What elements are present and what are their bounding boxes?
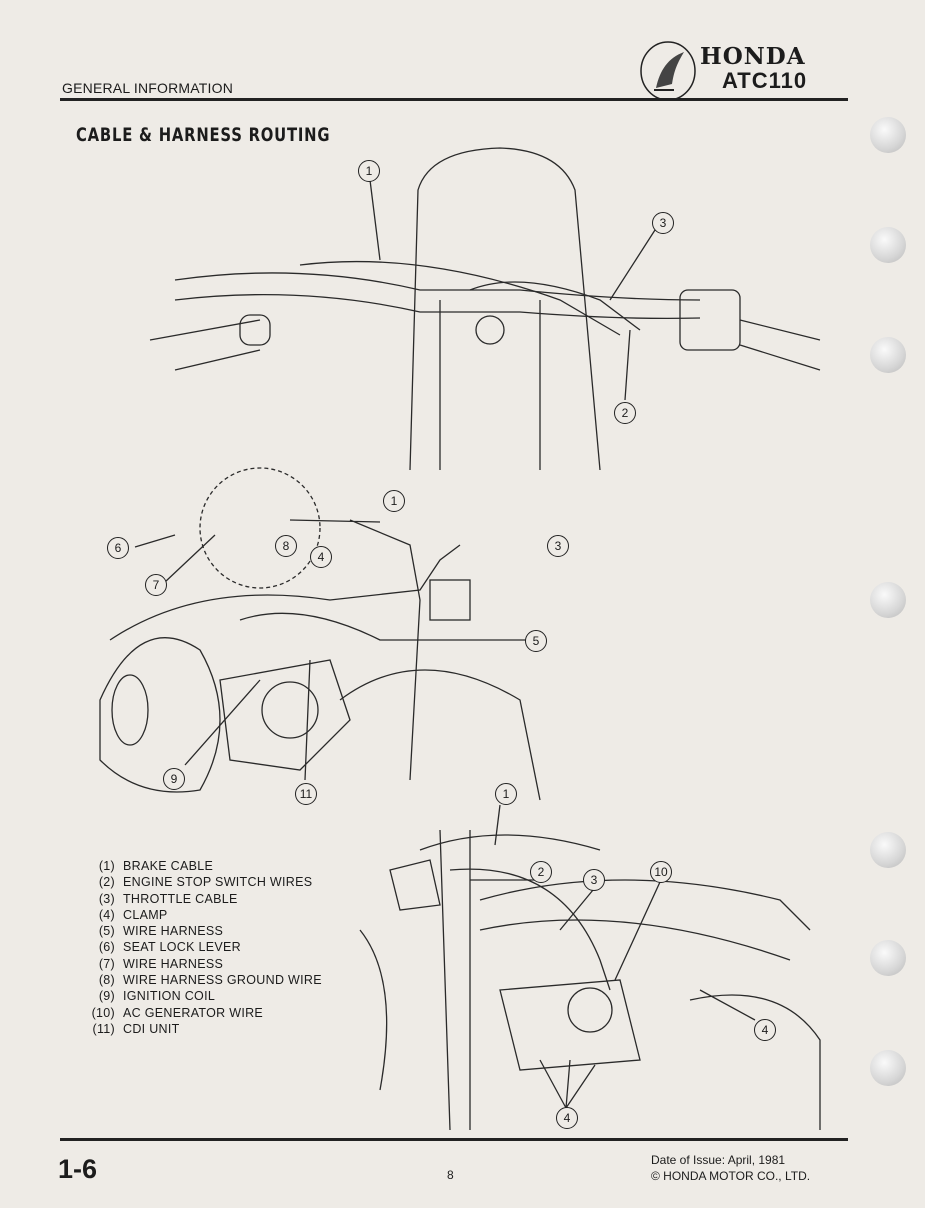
- punch-hole: [870, 582, 906, 618]
- callout-11: 11: [295, 783, 317, 805]
- callout-3: 3: [547, 535, 569, 557]
- callout-3: 3: [652, 212, 674, 234]
- section-heading: GENERAL INFORMATION: [62, 80, 234, 96]
- punch-hole: [870, 832, 906, 868]
- sheet-number: 8: [447, 1168, 454, 1182]
- model-name: ATC110: [722, 68, 808, 93]
- legend-item: (4)CLAMP: [98, 907, 168, 922]
- parts-legend: (1)BRAKE CABLE (2)ENGINE STOP SWITCH WIR…: [75, 858, 322, 1037]
- punch-hole: [870, 1050, 906, 1086]
- brand-name: HONDA: [700, 43, 806, 70]
- callout-4: 4: [310, 546, 332, 568]
- legend-item: (6)SEAT LOCK LEVER: [98, 940, 241, 955]
- callout-4: 4: [754, 1019, 776, 1041]
- callout-1: 1: [383, 490, 405, 512]
- legend-item: (1)BRAKE CABLE: [98, 859, 214, 873]
- page-number: 1-6: [58, 1154, 98, 1184]
- issue-date: Date of Issue: April, 1981: [651, 1153, 786, 1167]
- legend-item: (2)ENGINE STOP SWITCH WIRES: [98, 875, 313, 890]
- callout-1: 1: [358, 160, 380, 182]
- callout-4: 4: [556, 1107, 578, 1129]
- left-side-illustration: [99, 467, 541, 801]
- legend-item: (7)WIRE HARNESS: [98, 956, 224, 971]
- punch-hole: [870, 227, 906, 263]
- callout-9: 9: [163, 768, 185, 790]
- callout-5: 5: [525, 630, 547, 652]
- handlebar-illustration: [149, 147, 821, 471]
- callout-10: 10: [650, 861, 672, 883]
- right-side-illustration: [359, 804, 821, 1131]
- legend-item: (5)WIRE HARNESS: [98, 924, 224, 939]
- legend-item: (11)CDI UNIT: [92, 1021, 180, 1036]
- legend-item: (3)THROTTLE CABLE: [98, 891, 238, 906]
- callout-7: 7: [145, 574, 167, 596]
- issue-info: Date of Issue: April, 1981 © HONDA MOTOR…: [651, 1152, 810, 1184]
- page-title: CABLE & HARNESS ROUTING: [76, 124, 331, 146]
- callout-6: 6: [107, 537, 129, 559]
- legend-item: (8)WIRE HARNESS GROUND WIRE: [98, 973, 322, 988]
- punch-hole: [870, 337, 906, 373]
- header-rule: [60, 98, 848, 101]
- legend-item: (9)IGNITION COIL: [98, 989, 216, 1004]
- punch-hole: [870, 117, 906, 153]
- legend-item: (10)AC GENERATOR WIRE: [91, 1005, 264, 1020]
- punch-hole: [870, 940, 906, 976]
- callout-8: 8: [275, 535, 297, 557]
- callout-2: 2: [530, 861, 552, 883]
- callout-3: 3: [583, 869, 605, 891]
- callout-2: 2: [614, 402, 636, 424]
- callout-1: 1: [495, 783, 517, 805]
- footer-rule: [60, 1138, 848, 1141]
- copyright: © HONDA MOTOR CO., LTD.: [651, 1169, 811, 1183]
- honda-wing-logo: [640, 41, 696, 101]
